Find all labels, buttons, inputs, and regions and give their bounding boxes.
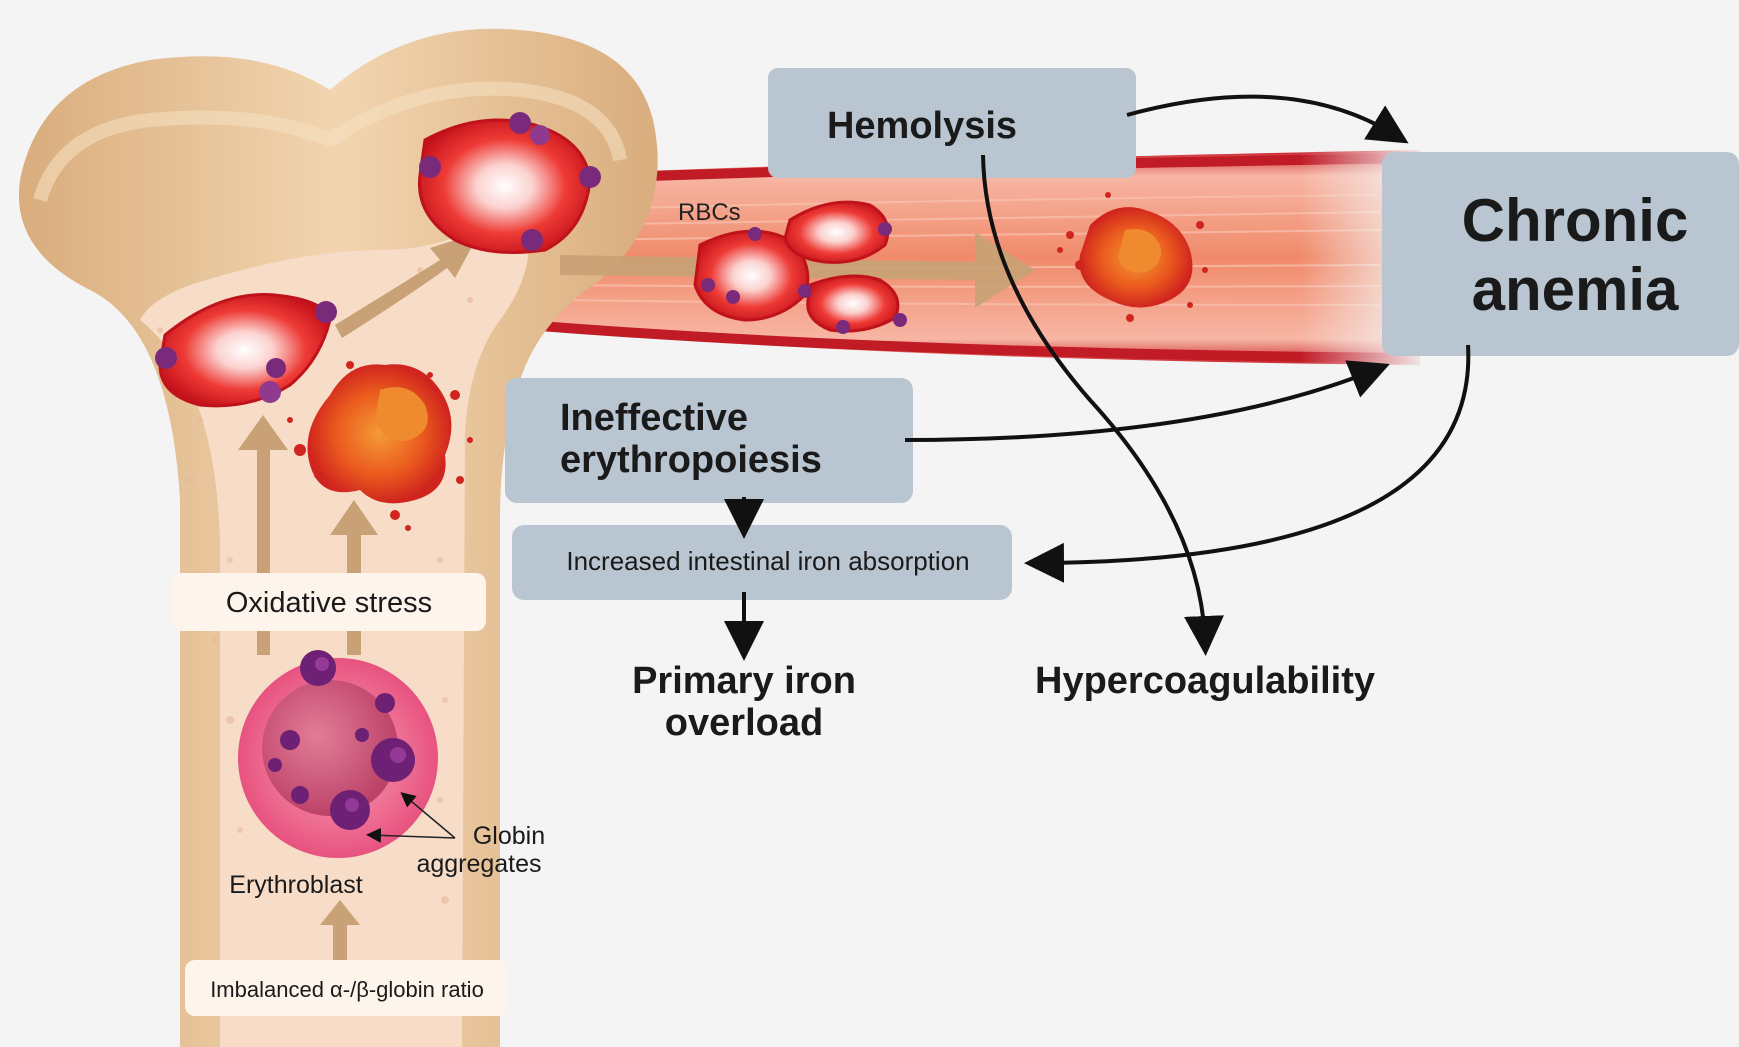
- arrow-hemolysis-to-anemia: [1127, 97, 1395, 135]
- globin-label-line2: aggregates: [416, 850, 541, 878]
- iron-absorption-label: Increased intestinal iron absorption: [566, 546, 969, 576]
- arrow-anemia-to-absorption: [1040, 345, 1468, 563]
- rbcs-label: RBCs: [678, 199, 741, 226]
- primary-overload-label-line2: overload: [665, 702, 823, 744]
- primary-overload-label-line1: Primary iron: [632, 660, 856, 702]
- globin-label-line1: Globin: [473, 822, 545, 850]
- chronic-anemia-box: [1382, 152, 1739, 356]
- hypercoagulability-label: Hypercoagulability: [1035, 660, 1375, 702]
- ineffective-label-line2: erythropoiesis: [560, 439, 822, 481]
- chronic-anemia-label-line1: Chronic: [1462, 187, 1689, 254]
- imbalance-label: Imbalanced α-/β-globin ratio: [210, 977, 484, 1002]
- chronic-anemia-label-line2: anemia: [1472, 256, 1679, 323]
- ineffective-label-line1: Ineffective: [560, 397, 748, 439]
- arrow-ineffective-to-anemia: [905, 370, 1375, 440]
- hemolysis-label: Hemolysis: [827, 105, 1017, 147]
- oxidative-stress-label: Oxidative stress: [226, 587, 432, 619]
- erythroblast-label: Erythroblast: [229, 871, 362, 899]
